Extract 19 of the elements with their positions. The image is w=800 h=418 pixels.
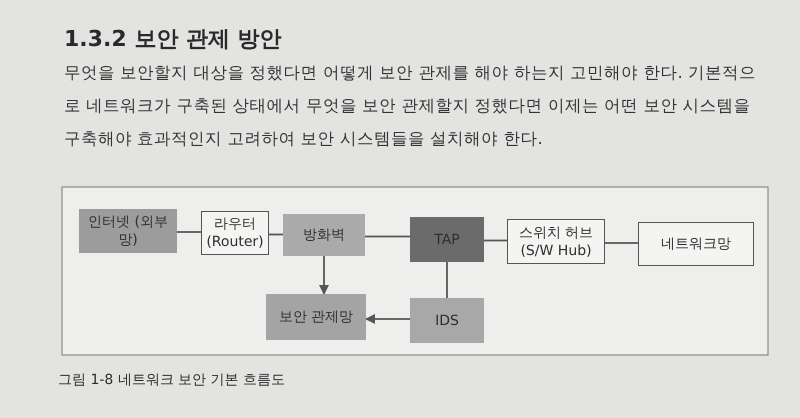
network-box: TAP	[410, 217, 484, 262]
network-box: 방화벽	[283, 214, 365, 256]
connector-line	[446, 262, 448, 298]
connector-line	[484, 240, 507, 242]
connector-line	[605, 242, 638, 244]
connector-line	[365, 236, 410, 238]
arrow	[365, 314, 410, 324]
network-box: 네트워크망	[638, 222, 754, 266]
figure-caption: 그림 1-8 네트워크 보안 기본 흐름도	[58, 371, 286, 389]
body-paragraph: 무엇을 보안할지 대상을 정했다면 어떻게 보안 관제를 해야 하는지 고민해야 한다. 기본적으로 네트워크가 구축된 상태에서 무엇을 보안 관제할지 정했다면 이제는 어떤 보안 시스템을 구축해야 효과적인지 고려하여 보안 시스템들을 설치해야 한다.	[64, 62, 757, 150]
network-box: 인터넷 (외부망)	[79, 209, 177, 253]
network-box: 스위치 허브 (S/W Hub)	[507, 219, 605, 264]
network-box: 라우터 (Router)	[201, 211, 269, 255]
connector-line	[177, 231, 201, 233]
section-heading: 1.3.2 보안 관제 방안	[64, 26, 282, 54]
connector-line	[269, 234, 283, 236]
network-box: IDS	[410, 298, 484, 343]
network-box: 보안 관제망	[266, 294, 366, 340]
arrow	[319, 256, 329, 295]
